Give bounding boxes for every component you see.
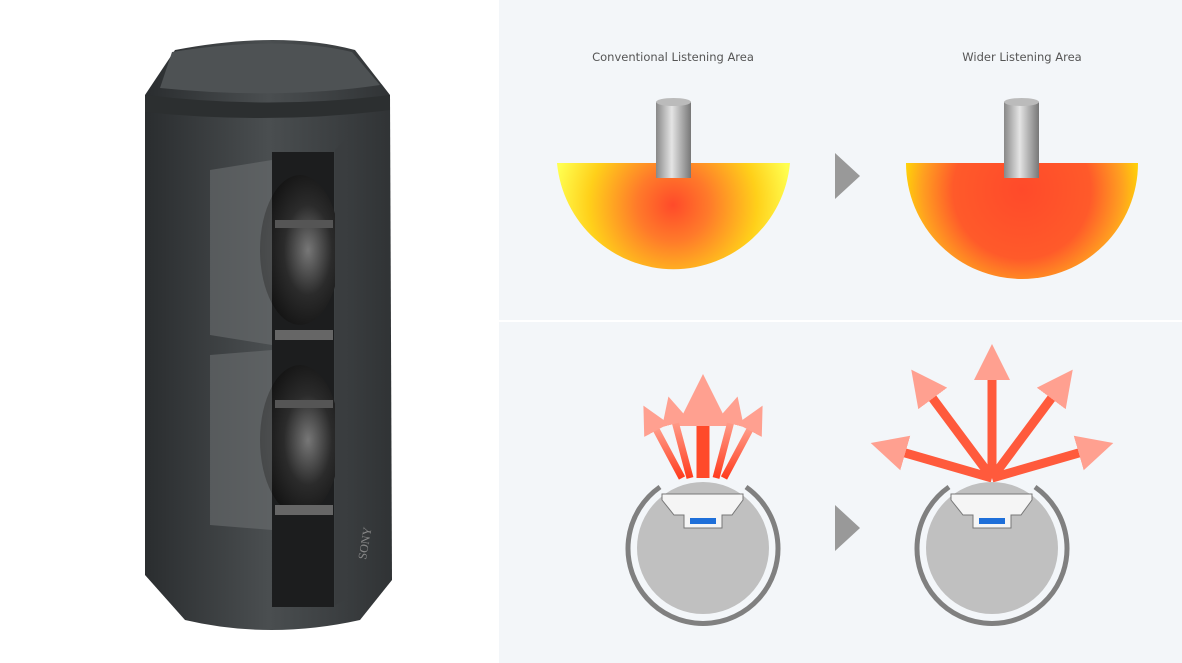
speaker-cylinder-left [656,98,691,178]
speaker-image: SONY [145,40,392,630]
conventional-heat-area [557,163,790,270]
speaker-cylinder-right [1004,98,1039,178]
brand-mark: SONY [355,526,375,561]
divider [499,320,1182,322]
arrow-right-icon [835,153,860,199]
narrow-sound-arrows [643,374,763,480]
woofer-top [260,175,340,325]
wider-listening-area-label: Wider Listening Area [962,50,1082,64]
speaker-product-panel: SONY [0,0,499,663]
conventional-listening-area-label: Conventional Listening Area [592,50,754,64]
wider-driver-diagram [914,482,1070,626]
conventional-driver-diagram [625,482,781,626]
arrow-right-icon [835,505,860,551]
wide-sound-arrows [870,344,1114,483]
wider-heat-area [906,163,1138,279]
